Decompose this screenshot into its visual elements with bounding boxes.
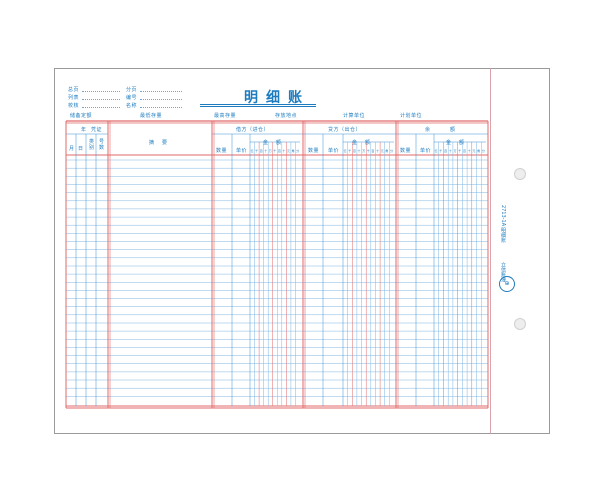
label-list: 列表 <box>68 95 80 101</box>
col-credit-qty: 数量 <box>308 148 320 154</box>
fill-line <box>140 107 182 108</box>
info-reserve-quota: 储备定额 <box>70 113 93 119</box>
punch-hole <box>514 318 526 330</box>
label-check: 校核 <box>68 103 80 109</box>
col-debit: 借方（进仓） <box>236 127 270 133</box>
digit-unit-label: 十 <box>264 149 268 153</box>
digit-unit-label: 千 <box>439 149 443 153</box>
label-number: 编号 <box>126 95 138 101</box>
col-month: 月 <box>69 146 75 152</box>
digit-unit-label: 角 <box>291 149 295 153</box>
digit-unit-label: 十 <box>357 149 361 153</box>
col-balance-price: 单价 <box>420 148 432 154</box>
digit-unit-label: 百 <box>259 149 263 153</box>
fill-line <box>82 91 120 92</box>
fill-line <box>82 99 120 100</box>
digit-unit-label: 角 <box>477 149 481 153</box>
digit-unit-label: 千 <box>255 149 259 153</box>
digit-unit-label: 千 <box>366 149 370 153</box>
digit-unit-label: 十 <box>448 149 452 153</box>
col-number: 号数 <box>99 139 105 151</box>
digit-unit-label: 分 <box>481 149 485 153</box>
digit-unit-label: 亿 <box>250 149 254 153</box>
info-min-stock: 最低存量 <box>140 113 163 119</box>
stub-product-code: 2713-1A 明细账 <box>500 205 506 243</box>
binding-stub <box>490 68 550 434</box>
info-location: 存放地点 <box>275 113 298 119</box>
digit-unit-label: 亿 <box>434 149 438 153</box>
col-day: 日 <box>78 146 84 152</box>
digit-unit-label: 亿 <box>343 149 347 153</box>
col-credit-price: 单价 <box>328 148 340 154</box>
digit-unit-label: 万 <box>453 149 457 153</box>
fill-line <box>140 91 182 92</box>
label-sub-page: 分页 <box>126 87 138 93</box>
digit-unit-label: 十 <box>282 149 286 153</box>
digit-unit-label: 千 <box>348 149 352 153</box>
col-credit: 贷方（出仓） <box>328 127 362 133</box>
digit-unit-label: 百 <box>371 149 375 153</box>
digit-unit-label: 角 <box>385 149 389 153</box>
col-debit-price: 单价 <box>236 148 248 154</box>
info-max-stock: 最高存量 <box>214 113 237 119</box>
col-balance-qty: 数量 <box>400 148 412 154</box>
col-balance: 余额 <box>425 127 476 133</box>
digit-unit-label: 十 <box>376 149 380 153</box>
col-credit-amount: 金额 <box>352 140 379 146</box>
title-underline <box>200 106 316 107</box>
col-voucher: 凭证 <box>91 127 103 133</box>
label-name: 名称 <box>126 103 138 109</box>
fill-line <box>82 107 120 108</box>
digit-unit-label: 千 <box>458 149 462 153</box>
digit-unit-label: 元 <box>287 149 291 153</box>
digit-unit-label: 万 <box>268 149 272 153</box>
col-balance-amount: 金额 <box>446 140 473 146</box>
digit-unit-label: 百 <box>444 149 448 153</box>
digit-unit-label: 分 <box>390 149 394 153</box>
digit-unit-label: 十 <box>467 149 471 153</box>
digit-unit-label: 千 <box>273 149 277 153</box>
digit-unit-label: 元 <box>380 149 384 153</box>
col-debit-amount: 金额 <box>263 140 290 146</box>
brand-seal-icon: ⊕ <box>499 276 515 292</box>
digit-unit-label: 百 <box>463 149 467 153</box>
digit-unit-label: 百 <box>277 149 281 153</box>
label-total-page: 总页 <box>68 87 80 93</box>
info-calc-unit: 计算单位 <box>343 113 366 119</box>
col-debit-qty: 数量 <box>216 148 228 154</box>
digit-unit-label: 分 <box>296 149 300 153</box>
digit-unit-label: 元 <box>472 149 476 153</box>
col-year: 年 <box>81 127 87 133</box>
col-summary: 摘要 <box>149 140 176 146</box>
info-plan-unit: 计划单位 <box>400 113 423 119</box>
punch-hole <box>514 168 526 180</box>
ledger-title: 明细账 <box>244 90 310 106</box>
ledger-page <box>54 68 492 434</box>
digit-unit-label: 万 <box>362 149 366 153</box>
title-underline <box>200 104 316 105</box>
fill-line <box>140 99 182 100</box>
digit-unit-label: 百 <box>352 149 356 153</box>
stub-brand: 立信账簿 <box>500 262 506 282</box>
col-type: 类别 <box>89 139 95 151</box>
